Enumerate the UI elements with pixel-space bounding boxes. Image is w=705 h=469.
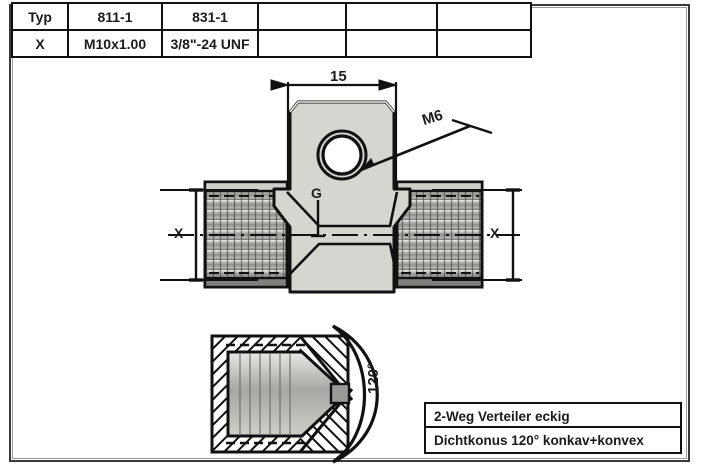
cone-angle-label: 120° — [365, 362, 383, 395]
table-cell-empty-1 — [257, 2, 347, 31]
table-cell-thread-m10: M10x1.00 — [67, 29, 163, 58]
table-cell-thread-unf: 3/8"-24 UNF — [161, 29, 259, 58]
table-cell-typ: Typ — [11, 2, 69, 31]
table-cell-type-831: 831-1 — [161, 2, 259, 31]
table-cell-empty-4 — [257, 29, 347, 58]
x-dimension-label-left: X — [174, 225, 184, 241]
table-cell-empty-5 — [345, 29, 438, 58]
table-cell-x: X — [11, 29, 69, 58]
x-dimension-label-right: X — [490, 225, 500, 241]
spec-table: Typ 811-1 831-1 X M10x1.00 3/8"-24 UNF — [11, 2, 532, 58]
table-cell-empty-6 — [436, 29, 532, 58]
caption-sealing-cone: Dichtkonus 120° konkav+konvex — [424, 428, 682, 454]
dimension-15-label: 15 — [330, 68, 347, 85]
drawing-frame — [9, 4, 690, 462]
table-cell-empty-3 — [436, 2, 532, 31]
caption-block: 2-Weg Verteiler eckig Dichtkonus 120° ko… — [424, 402, 682, 454]
g-callout-label: G — [311, 185, 322, 201]
table-row: X M10x1.00 3/8"-24 UNF — [11, 29, 532, 58]
table-cell-type-811: 811-1 — [67, 2, 163, 31]
caption-product-name: 2-Weg Verteiler eckig — [424, 402, 682, 428]
table-cell-empty-2 — [345, 2, 438, 31]
table-row: Typ 811-1 831-1 — [11, 2, 532, 31]
